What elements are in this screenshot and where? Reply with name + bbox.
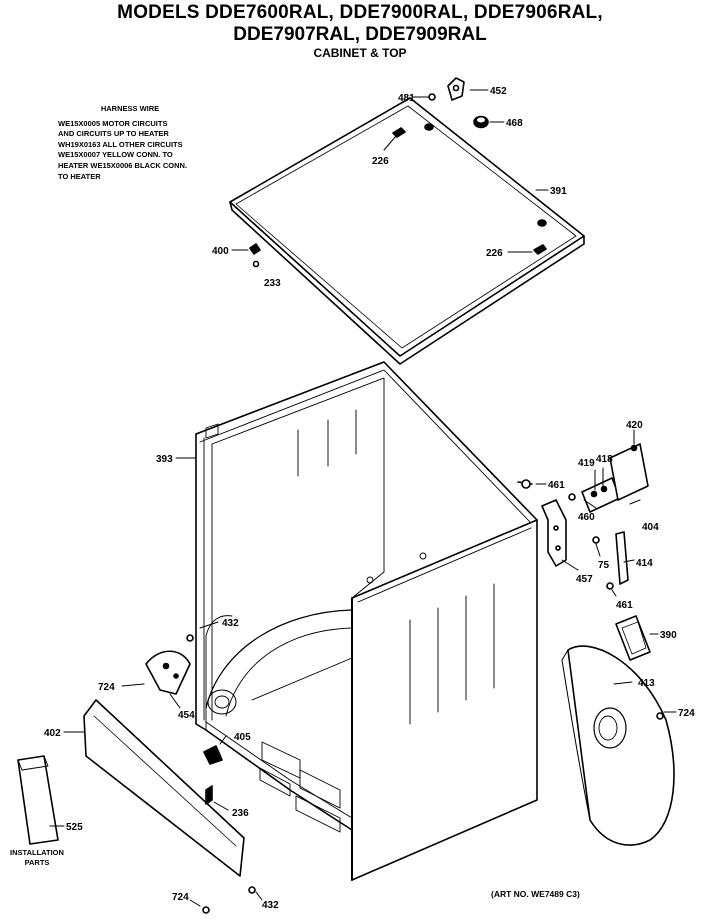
part-label-461-upper: 461 [548, 480, 565, 491]
harness-heading: HARNESS WIRE [100, 104, 160, 113]
plate-390 [615, 615, 651, 661]
part-label-393: 393 [156, 454, 173, 465]
installation-label-line1: INSTALLATION [10, 848, 64, 857]
part-label-460: 460 [578, 512, 595, 523]
harness-line: WE15X0005 MOTOR CIRCUITS [58, 118, 168, 128]
screw-460 [568, 493, 576, 501]
harness-wire-note: HARNESS WIRE WE15X0005 MOTOR CIRCUITS AN… [58, 104, 238, 182]
screw-432-bottom [248, 886, 256, 894]
part-label-414: 414 [636, 558, 653, 569]
top-panel [229, 97, 585, 365]
leader-lines [49, 89, 677, 907]
bracket-457 [541, 499, 567, 567]
clip-452 [447, 77, 465, 101]
rear-panel-413 [561, 645, 675, 846]
diagram-subtitle: CABINET & TOP [313, 46, 407, 60]
installation-parts-label: INSTALLATION PARTS [2, 848, 72, 868]
part-label-402: 402 [44, 728, 61, 739]
part-label-525: 525 [66, 822, 83, 833]
diagram-title-line1: MODELS DDE7600RAL, DDE7900RAL, DDE7906RA… [117, 2, 603, 23]
harness-line: WE15X0007 YELLOW CONN. TO [58, 150, 173, 160]
part-label-75: 75 [598, 560, 610, 571]
part-label-420: 420 [626, 420, 643, 431]
part-label-724-bottom: 724 [172, 892, 189, 903]
screw-432-upper [186, 634, 194, 642]
art-number: (ART NO. WE7489 C3) [491, 889, 580, 899]
screw-481 [428, 93, 436, 101]
clip-400 [249, 243, 261, 255]
terminal-block-419-418 [581, 467, 621, 513]
part-label-418: 418 [596, 454, 613, 465]
part-label-432-bottom: 432 [262, 900, 279, 911]
part-label-405: 405 [234, 732, 251, 743]
bumper-468 [473, 115, 489, 129]
clip-405 [203, 745, 223, 765]
harness-line: HEATER WE15X0006 BLACK CONN. [58, 160, 188, 170]
part-label-432-upper: 432 [222, 618, 239, 629]
part-label-233: 233 [264, 278, 281, 289]
part-label-724-right: 724 [678, 708, 695, 719]
part-label-404: 404 [642, 522, 659, 533]
part-label-226-lower: 226 [486, 248, 503, 259]
harness-line: WH19X0163 ALL OTHER CIRCUITS [58, 139, 183, 149]
screw-724-bottom [202, 906, 210, 914]
installation-label-line2: PARTS [24, 858, 50, 867]
part-label-457: 457 [576, 574, 593, 585]
part-label-236: 236 [232, 808, 249, 819]
toe-panel-402 [83, 699, 245, 877]
cover-404 [609, 443, 649, 501]
clip-236 [205, 785, 213, 805]
screw-461-upper [517, 479, 533, 489]
part-label-724-left: 724 [98, 682, 115, 693]
part-label-468: 468 [506, 118, 523, 129]
screw-461-lower [606, 582, 614, 590]
screw-233 [252, 260, 260, 268]
bracket-454 [145, 650, 191, 695]
cabinet [195, 361, 538, 881]
part-label-454: 454 [178, 710, 195, 721]
part-label-481: 481 [398, 93, 415, 104]
part-label-413: 413 [638, 678, 655, 689]
part-label-419: 419 [578, 458, 595, 469]
screw-75 [592, 536, 600, 544]
bracket-414 [615, 531, 629, 585]
part-label-452: 452 [490, 86, 507, 97]
part-label-390: 390 [660, 630, 677, 641]
installation-parts-bag-525 [17, 755, 59, 845]
part-label-400: 400 [212, 246, 229, 257]
part-label-226-upper: 226 [372, 156, 389, 167]
harness-line: AND CIRCUITS UP TO HEATER [58, 129, 169, 139]
part-label-461-lower: 461 [616, 600, 633, 611]
part-label-391: 391 [550, 186, 567, 197]
diagram-title-line2: DDE7907RAL, DDE7909RAL [233, 24, 487, 45]
harness-line: TO HEATER [58, 171, 101, 181]
